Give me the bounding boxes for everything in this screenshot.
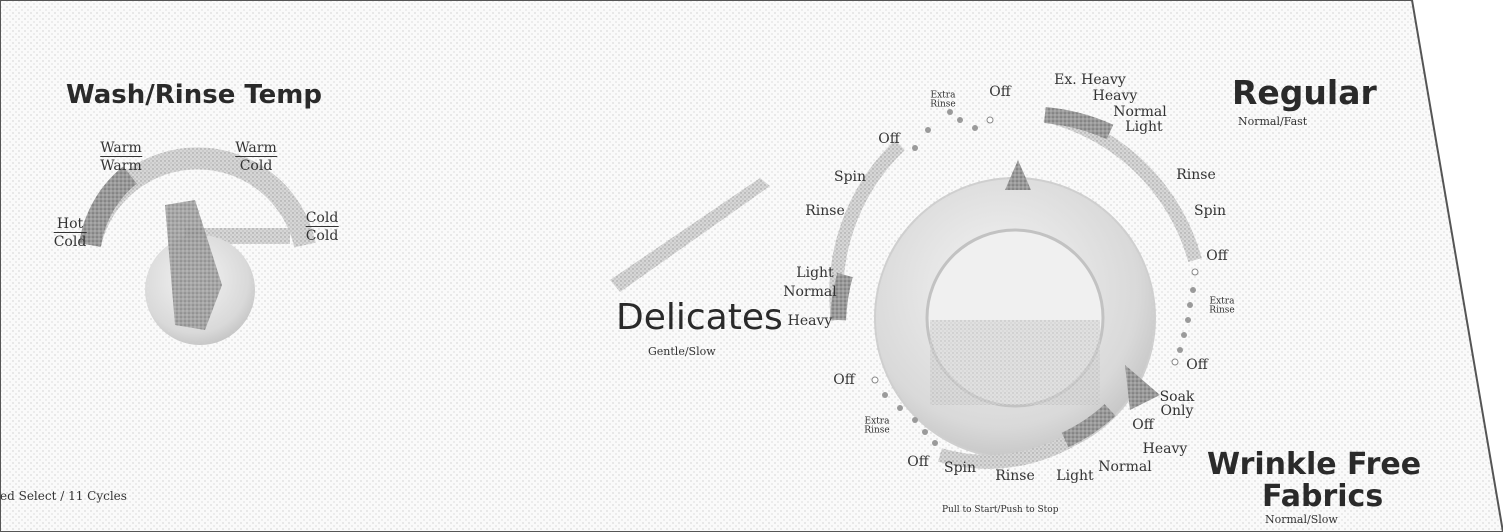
footer-left-text: ed Select / 11 Cycles bbox=[0, 489, 127, 503]
soak-wedge bbox=[1125, 365, 1160, 410]
dial-label-light-top[interactable]: Light bbox=[1125, 119, 1163, 135]
dial-label-ex-heavy[interactable]: Ex. Heavy bbox=[1054, 72, 1126, 88]
temp-option-rinse: Warm bbox=[100, 158, 142, 174]
temp-option-cold-cold[interactable]: Cold Cold bbox=[305, 210, 339, 244]
dial-label-heavy-top[interactable]: Heavy bbox=[1092, 88, 1138, 104]
dial-label-extra-rinse-right[interactable]: Extra Rinse bbox=[1209, 296, 1235, 316]
dial-label-spin-right[interactable]: Spin bbox=[1193, 203, 1227, 219]
temp-arc-dark bbox=[79, 166, 138, 247]
dial-label-spin-left[interactable]: Spin bbox=[833, 169, 867, 185]
footer-center-text: Pull to Start/Push to Stop bbox=[942, 505, 1059, 515]
temp-title: Wash/Rinse Temp bbox=[66, 80, 323, 110]
pointer-streak bbox=[610, 178, 770, 292]
dial-label-off-right[interactable]: Off bbox=[1206, 248, 1228, 264]
dial-label-off-soak[interactable]: Off bbox=[1132, 417, 1154, 433]
temp-option-rinse: Cold bbox=[305, 228, 339, 244]
temp-option-rinse: Cold bbox=[239, 158, 273, 174]
dial-label-rinse-left[interactable]: Rinse bbox=[805, 203, 845, 219]
dial-label-soak-only[interactable]: Soak Only bbox=[1159, 389, 1195, 419]
dial-label-off-right-low[interactable]: Off bbox=[1186, 357, 1208, 373]
cycle-dial-pointer bbox=[1005, 160, 1031, 190]
dial-label-off-left-top[interactable]: Off bbox=[878, 131, 900, 147]
group-wrinkle-title-line2: Fabrics bbox=[1262, 479, 1384, 514]
group-regular-subtitle: Normal/Fast bbox=[1238, 115, 1308, 128]
group-regular-title: Regular bbox=[1232, 73, 1377, 112]
group-wrinkle-subtitle: Normal/Slow bbox=[1265, 513, 1338, 526]
dial-label-off-left-low[interactable]: Off bbox=[833, 372, 855, 388]
dial-label-normal-top[interactable]: Normal bbox=[1113, 104, 1167, 120]
group-wrinkle-title-line1: Wrinkle Free bbox=[1207, 447, 1422, 482]
temp-option-warm-warm[interactable]: Warm Warm bbox=[100, 141, 142, 173]
regular-arc-dark bbox=[1044, 107, 1114, 140]
temp-option-warm-cold[interactable]: Warm Cold bbox=[235, 141, 277, 173]
dial-label-spin-bottom[interactable]: Spin bbox=[943, 460, 977, 476]
wrinkle-arc-dark bbox=[1061, 403, 1116, 448]
dial-label-light-bottom[interactable]: Light bbox=[1056, 468, 1094, 484]
temp-knob-pointer bbox=[165, 200, 222, 330]
dot-indicators bbox=[871, 109, 1199, 446]
dial-label-light-left[interactable]: Light bbox=[796, 265, 834, 281]
temp-option-rinse: Cold bbox=[53, 234, 87, 250]
group-delicates-title: Delicates bbox=[616, 297, 783, 338]
dial-label-heavy-bottom[interactable]: Heavy bbox=[1142, 441, 1188, 457]
temp-option-wash: Cold bbox=[305, 210, 339, 227]
cycle-dial-shadow bbox=[930, 320, 1100, 405]
dial-label-rinse-right[interactable]: Rinse bbox=[1176, 167, 1216, 183]
dial-label-off-bottom[interactable]: Off bbox=[907, 454, 929, 470]
dial-label-normal-left[interactable]: Normal bbox=[783, 284, 837, 300]
dial-label-normal-bottom[interactable]: Normal bbox=[1098, 459, 1152, 475]
dial-label-off-top[interactable]: Off bbox=[989, 84, 1011, 100]
temp-option-hot-cold[interactable]: Hot Cold bbox=[53, 217, 87, 250]
temp-option-wash: Warm bbox=[100, 140, 142, 157]
dial-label-rinse-bottom[interactable]: Rinse bbox=[995, 468, 1035, 484]
temp-option-wash: Warm bbox=[235, 140, 277, 157]
delicates-arc-dark bbox=[830, 272, 853, 321]
group-delicates-subtitle: Gentle/Slow bbox=[648, 345, 716, 358]
dial-label-heavy-left[interactable]: Heavy bbox=[787, 313, 833, 329]
temp-option-wash: Hot bbox=[53, 217, 87, 233]
dial-label-extra-rinse-top[interactable]: Extra Rinse bbox=[930, 90, 956, 110]
dial-label-extra-rinse-bottom[interactable]: Extra Rinse bbox=[864, 416, 890, 436]
